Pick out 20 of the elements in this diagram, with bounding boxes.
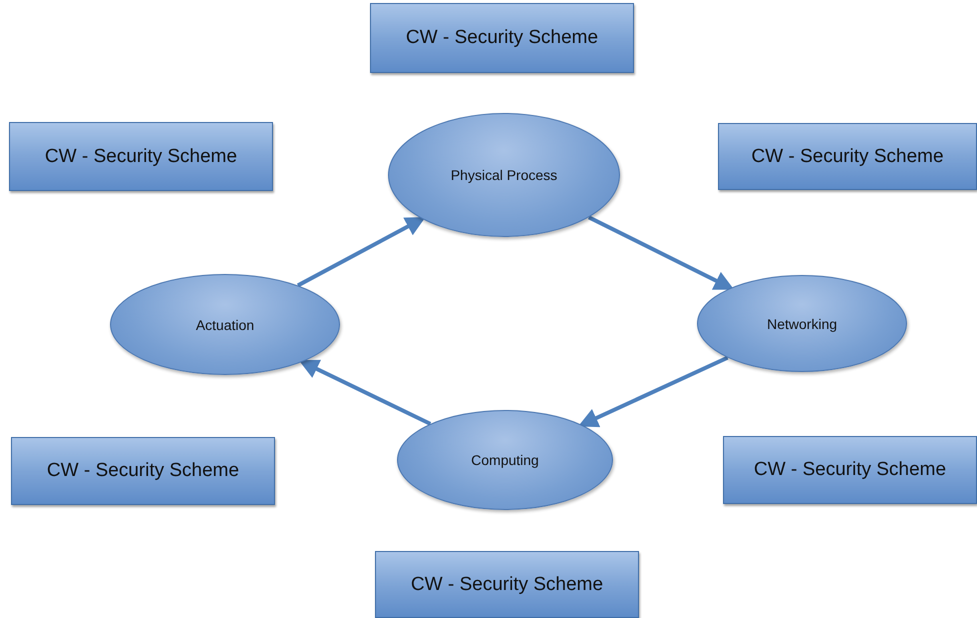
node-label: CW - Security Scheme (410, 574, 604, 596)
node-label: Networking (766, 316, 838, 332)
node-label: CW - Security Scheme (46, 460, 240, 482)
scheme-box (11, 437, 275, 505)
node-label: Computing (471, 452, 539, 468)
scheme-box (723, 436, 977, 504)
node-label: Actuation (196, 316, 254, 332)
node-label: CW - Security Scheme (754, 459, 946, 481)
arrow (588, 216, 734, 290)
arrow (296, 217, 426, 288)
node-label: CW - Security Scheme (44, 146, 238, 168)
scheme-box (9, 122, 273, 191)
scheme-box (375, 551, 639, 618)
node-label: CW - Security Scheme (406, 27, 598, 49)
scheme-box (718, 123, 977, 190)
node-label: Physical Process (450, 167, 558, 183)
scheme-box (370, 3, 634, 73)
arrow (578, 356, 728, 428)
arrow (298, 360, 432, 426)
node-label: CW - Security Scheme (751, 146, 944, 168)
